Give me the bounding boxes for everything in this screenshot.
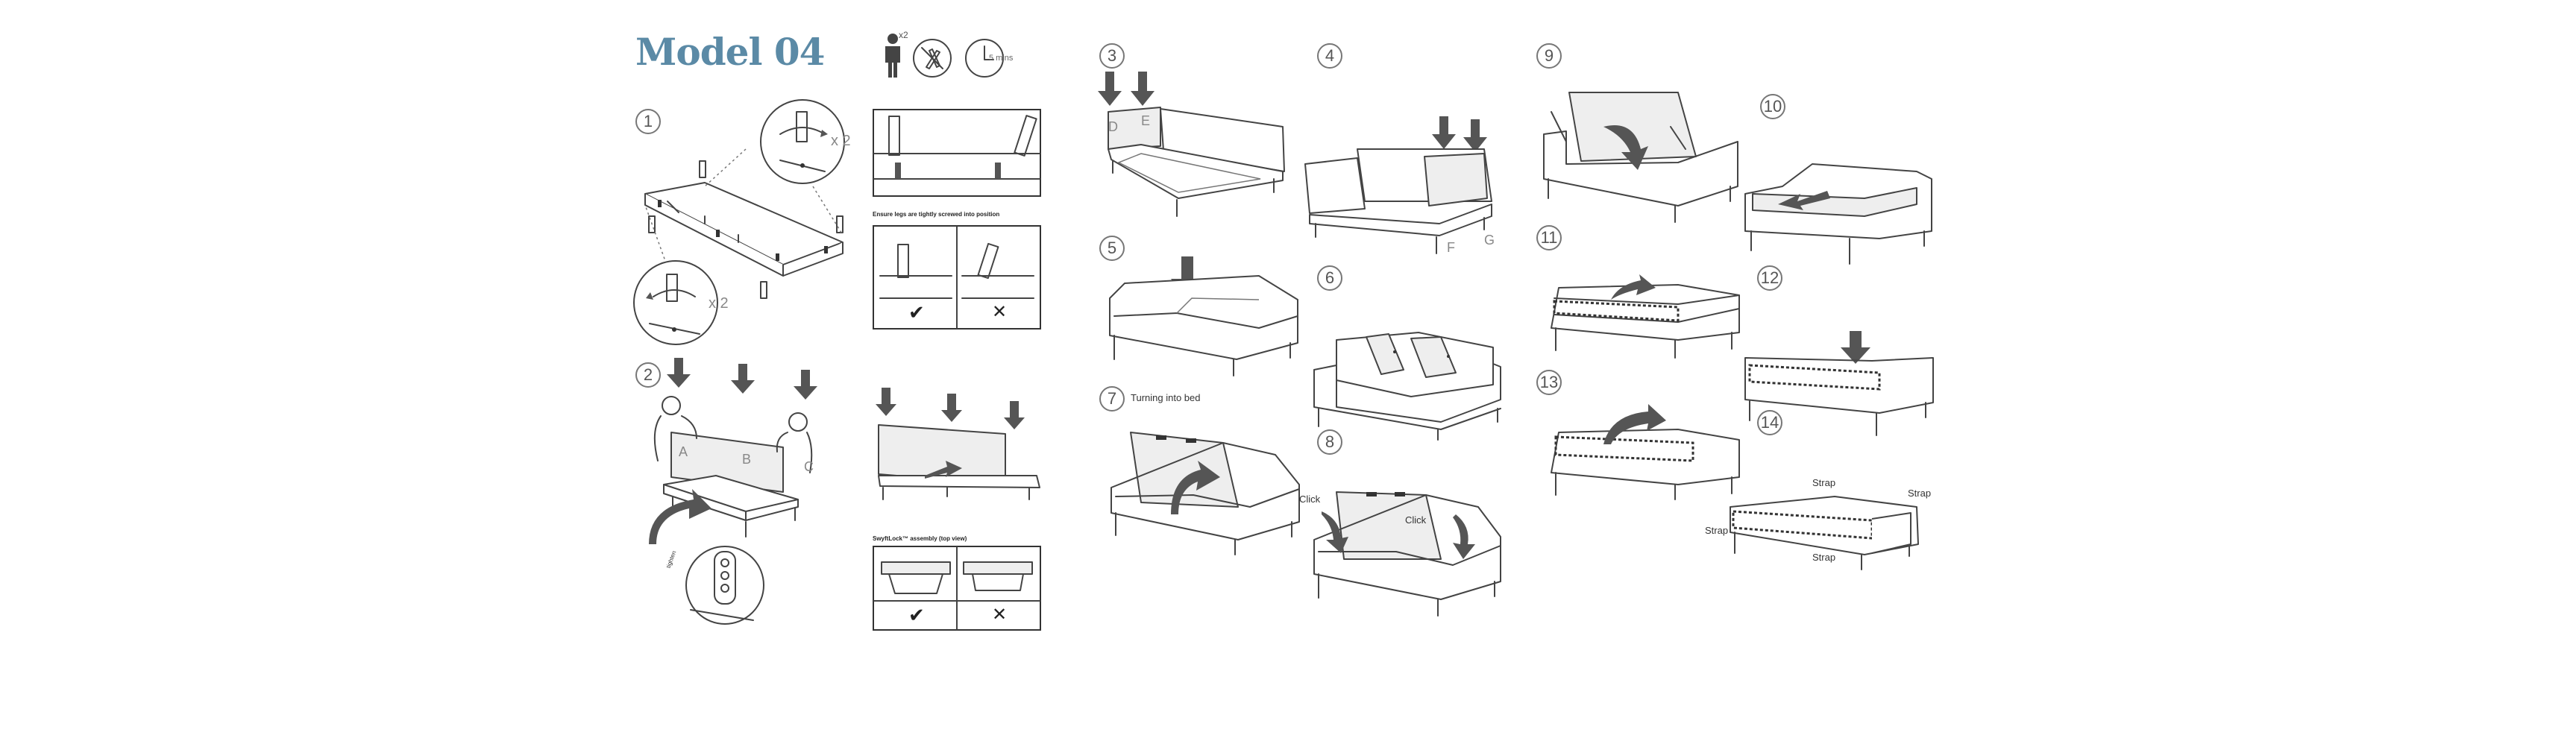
step5-illustration [1109,256,1298,376]
step-number-5: 5 [1099,236,1125,261]
step-number-6: 6 [1317,265,1342,291]
no-tools-icon [913,39,952,78]
person-icon [885,34,900,78]
step-number-9: 9 [1536,43,1562,69]
legs-box-1 [873,109,1041,197]
label-f: F [1447,240,1455,255]
back-panel-illustration [876,388,1040,500]
strap-bottom: Strap [1812,552,1836,563]
legs-box-illustration [873,115,1040,180]
label-a: A [679,444,688,459]
label-g: G [1484,233,1495,248]
qty-top: x 2 [831,133,851,149]
step7-illustration [1110,432,1300,555]
checkmark-icon: ✔ [908,604,925,626]
step2-illustration [649,358,817,625]
step10-illustration [1744,163,1932,265]
click-right: Click [1405,514,1427,526]
page-title: Model 04 [635,30,825,74]
step3-illustration [1098,72,1285,217]
step12-illustration [1744,331,1934,436]
step-number-1: 1 [635,109,661,134]
strap-right: Strap [1908,488,1932,499]
step1-base-illustration [644,148,844,299]
label-d: D [1108,119,1118,134]
step-number-12: 12 [1757,265,1782,291]
step7-caption: Turning into bed [1131,392,1201,403]
label-b: B [742,452,752,467]
cross-icon: ✕ [992,302,1008,322]
step11-illustration [1551,274,1740,359]
step-number-11: 11 [1536,225,1562,250]
step13-illustration [1551,404,1740,500]
step-number-10: 10 [1760,94,1785,119]
step-number-13: 13 [1536,370,1562,395]
clock-icon [965,39,1004,78]
step4-illustration [1304,116,1492,254]
strap-left: Strap [1705,525,1729,536]
step1-zoom-top [760,99,845,184]
step6-illustration [1313,332,1501,441]
lock-check-box: ✔ ✕ [873,546,1041,631]
people-count: x2 [899,30,908,40]
step1-zoom-bottom [633,260,718,345]
click-left: Click [1299,494,1321,505]
step8-illustration [1313,491,1501,617]
step-number-2: 2 [635,362,661,388]
step14-illustration [1730,496,1919,570]
label-e: E [1141,113,1151,128]
step-number-4: 4 [1317,43,1342,69]
checkmark-icon: ✔ [908,301,925,324]
legs-check-illustration [879,226,1034,329]
step-number-8: 8 [1317,429,1342,455]
lock-note: SwyftLock™ assembly (top view) [873,535,967,542]
lock-check-illustration [873,546,1040,630]
label-c: C [804,459,814,474]
step-number-3: 3 [1099,43,1125,69]
legs-check-box: ✔ ✕ [873,225,1041,330]
step-number-14: 14 [1757,410,1782,435]
step9-illustration [1543,92,1738,223]
legs-note: Ensure legs are tightly screwed into pos… [873,211,1000,218]
time-label: 5 mins [989,54,1014,63]
strap-top: Strap [1812,477,1836,488]
step-number-7: 7 [1099,386,1125,412]
qty-bottom: x 2 [709,295,729,312]
cross-icon: ✕ [992,605,1008,625]
